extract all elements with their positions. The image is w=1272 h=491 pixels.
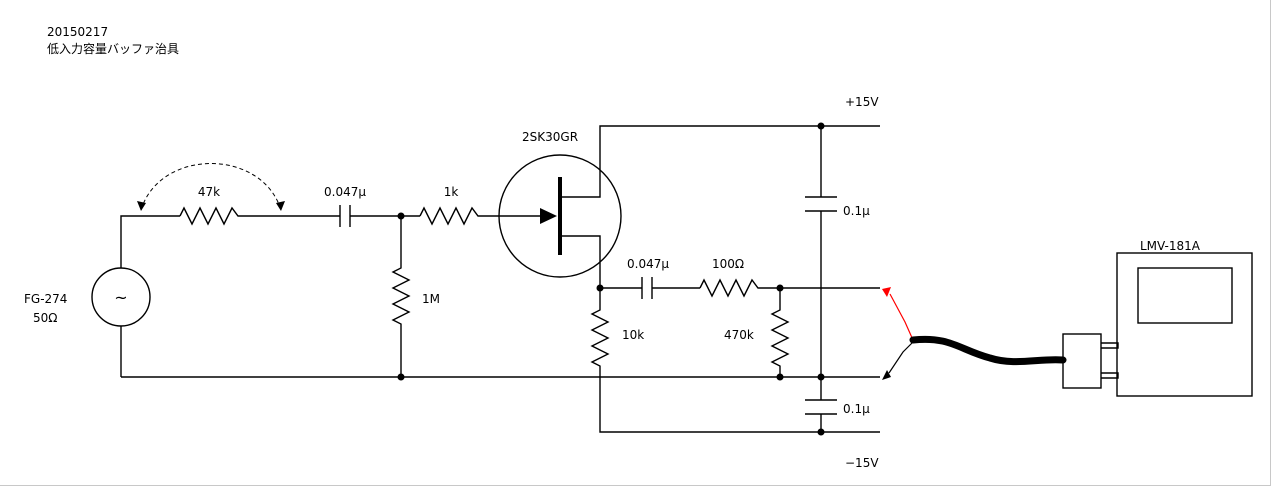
resistor-bias-1m bbox=[391, 216, 411, 377]
wire-drain-to-pos-rail bbox=[560, 125, 880, 198]
fet-gate-arrow bbox=[540, 208, 557, 224]
coax-cable bbox=[909, 335, 1067, 366]
fet-part-label: 2SK30GR bbox=[522, 130, 578, 144]
resistor-load-470k bbox=[770, 288, 790, 377]
probe-red-lead bbox=[889, 293, 914, 341]
voltmeter-body bbox=[1116, 252, 1253, 397]
pot-arrow-left bbox=[137, 201, 146, 211]
probe-black-lead bbox=[888, 341, 914, 374]
bnc-pins bbox=[1101, 342, 1119, 379]
cap-input-value-label: 0.047μ bbox=[324, 185, 366, 199]
bias-resistor-value-label: 1M bbox=[422, 292, 440, 306]
fet-symbol bbox=[498, 125, 880, 288]
source-resistor-value-label: 10k bbox=[622, 328, 644, 342]
pot-wiper-arc bbox=[140, 163, 282, 211]
capacitor-pos-rail bbox=[805, 126, 837, 377]
neg-rail-label: −15V bbox=[845, 456, 879, 470]
probe-red-clip bbox=[882, 287, 891, 297]
cap-output-value-label: 0.047μ bbox=[627, 257, 669, 271]
pos-rail-label: +15V bbox=[845, 95, 879, 109]
series-resistor-value-label: 100Ω bbox=[712, 257, 744, 271]
load-resistor-value-label: 470k bbox=[724, 328, 754, 342]
wire-source-top bbox=[120, 215, 180, 268]
junction-neg-rail bbox=[817, 428, 825, 436]
capacitor-neg-rail bbox=[805, 377, 837, 432]
source-impedance-label: 50Ω bbox=[33, 311, 57, 325]
wire-source-lead bbox=[560, 235, 601, 288]
resistor-gate-1k bbox=[419, 206, 505, 226]
cap-neg-value-label: 0.1μ bbox=[843, 402, 870, 416]
gate-resistor-value-label: 1k bbox=[444, 185, 459, 199]
pot-arrow-right bbox=[276, 201, 285, 211]
capacitor-output bbox=[600, 277, 700, 299]
bnc-connector bbox=[1062, 333, 1102, 389]
resistor-series-100 bbox=[699, 278, 880, 298]
ac-source-glyph: ~ bbox=[114, 288, 127, 307]
probe-black-clip bbox=[882, 370, 891, 380]
instrument-name-label: LMV-181A bbox=[1140, 239, 1201, 253]
pot-resistor-47k bbox=[179, 206, 340, 226]
junction-ground-bias bbox=[397, 373, 405, 381]
title-label: 低入力容量バッファ治具 bbox=[47, 41, 179, 56]
resistor-source-10k bbox=[590, 288, 880, 433]
date-label: 20150217 bbox=[47, 25, 108, 39]
voltmeter-display bbox=[1137, 267, 1233, 324]
cap-pos-value-label: 0.1μ bbox=[843, 204, 870, 218]
pot-value-label: 47k bbox=[198, 185, 220, 199]
source-name-label: FG-274 bbox=[24, 292, 67, 306]
